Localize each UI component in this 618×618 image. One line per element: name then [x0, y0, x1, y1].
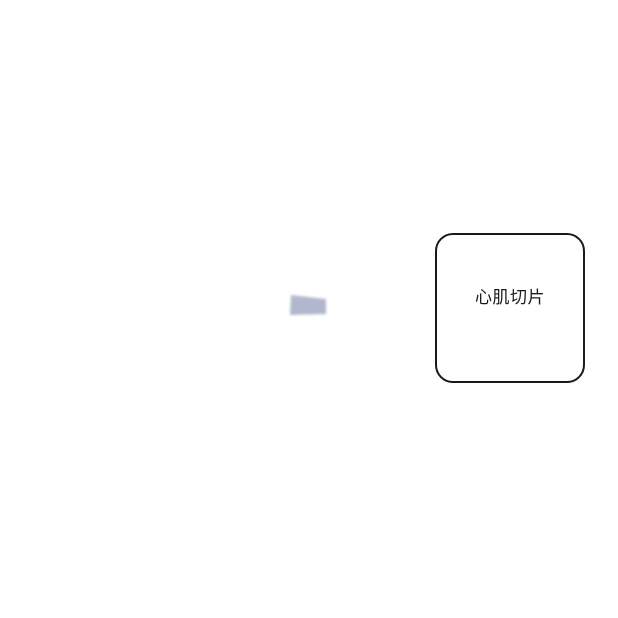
label-box-text: 心肌切片 — [475, 287, 545, 308]
tissue-slice-graphic — [290, 295, 326, 315]
tissue-slice-icon — [287, 292, 327, 316]
tissue-slice-shape — [290, 295, 326, 315]
label-box: 心肌切片 — [435, 233, 585, 383]
